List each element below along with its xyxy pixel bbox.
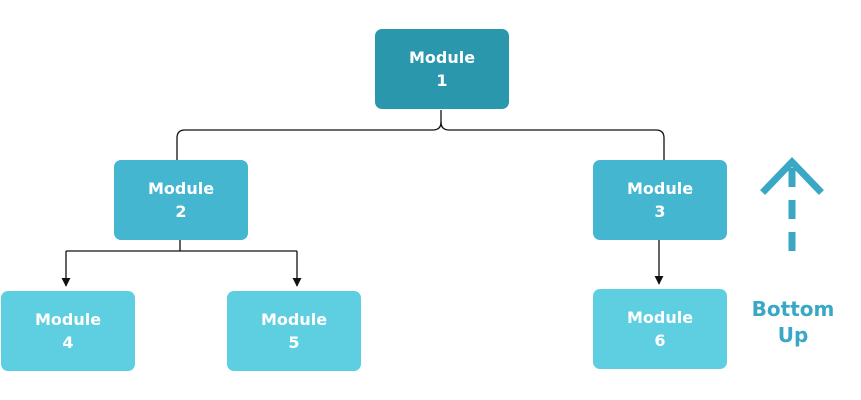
module-6-label: Module — [626, 308, 694, 327]
module-5-number: 5 — [288, 333, 300, 352]
module-4-label: Module — [34, 310, 102, 329]
connector-module2-trunk — [66, 240, 297, 252]
module-3-box: Module 3 — [593, 160, 727, 240]
connector-module1-to-module3 — [440, 121, 665, 160]
module-1-number: 1 — [436, 71, 448, 90]
module-4-number: 4 — [62, 333, 74, 352]
module-2-box: Module 2 — [114, 160, 248, 240]
module-1-label: Module — [408, 48, 476, 67]
dashed-up-arrow-icon — [760, 156, 824, 262]
module-5-box: Module 5 — [227, 291, 361, 371]
connector-module1-to-module2 — [176, 110, 442, 160]
module-6-number: 6 — [654, 331, 666, 350]
module-6-box: Module 6 — [593, 289, 727, 369]
module-4-box: Module 4 — [1, 291, 135, 371]
module-3-label: Module — [626, 179, 694, 198]
bottom-up-label-line1: Bottom — [751, 297, 835, 321]
bottom-up-label: Bottom Up — [738, 296, 848, 348]
module-1-box: Module 1 — [375, 29, 509, 109]
module-5-label: Module — [260, 310, 328, 329]
bottom-up-label-line2: Up — [777, 323, 809, 347]
module-2-label: Module — [147, 179, 215, 198]
module-3-number: 3 — [654, 202, 666, 221]
module-2-number: 2 — [175, 202, 187, 221]
